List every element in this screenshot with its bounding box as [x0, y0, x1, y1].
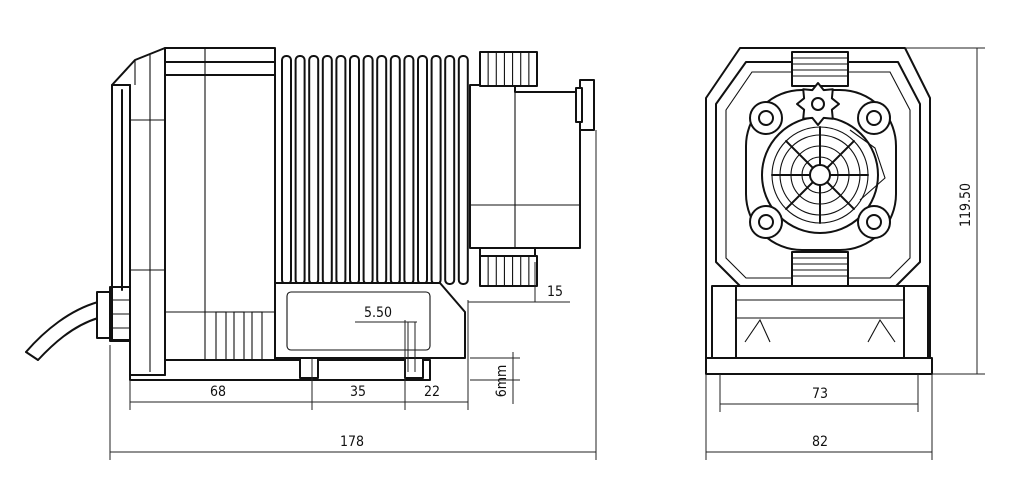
dim-5-50: 5.50 — [364, 305, 392, 321]
pump-head-face — [745, 89, 897, 251]
bolt-hole — [758, 110, 774, 126]
fin — [281, 55, 292, 285]
fin — [294, 55, 306, 285]
head-bolts — [749, 101, 891, 239]
fin — [389, 55, 401, 285]
dim-82: 82 — [812, 434, 828, 450]
ring — [790, 145, 850, 205]
fin — [417, 55, 428, 285]
side-dimensions — [109, 130, 597, 460]
top-clamp — [791, 51, 849, 87]
front-dimensions — [705, 47, 985, 460]
cooling-fins — [281, 55, 469, 285]
dim-22: 22 — [424, 384, 440, 400]
dim-6mm: 6mm — [494, 365, 510, 398]
fin — [444, 55, 456, 285]
inlet-connector-top — [479, 51, 538, 87]
cable-gland — [96, 286, 131, 342]
bolt-head — [857, 101, 891, 135]
fin — [376, 55, 388, 285]
fin — [349, 55, 360, 285]
fin — [321, 55, 333, 285]
nameplate-block — [274, 282, 466, 359]
pump-head — [469, 79, 595, 263]
gear-hub — [811, 97, 825, 111]
front-base — [705, 285, 933, 375]
ring — [779, 134, 861, 216]
side-view: 68 35 22 5.50 15 178 6mm — [25, 47, 597, 460]
fin — [335, 55, 347, 285]
bolt-head — [857, 205, 891, 239]
dim-15: 15 — [547, 284, 563, 300]
gear-outline — [796, 82, 840, 126]
bolt-head — [749, 101, 783, 135]
fin — [308, 55, 320, 285]
dim-178: 178 — [340, 434, 364, 450]
adjustment-gear-icon — [796, 82, 840, 126]
pump-body — [164, 47, 276, 361]
dim-73: 73 — [812, 386, 828, 402]
bolt-hole — [866, 214, 882, 230]
fin — [430, 55, 442, 285]
fin — [457, 55, 469, 285]
dim-119-50: 119.50 — [958, 183, 974, 227]
fin — [403, 55, 415, 285]
base-plate — [129, 359, 431, 381]
bolt-head — [749, 205, 783, 239]
ring — [801, 156, 839, 194]
outlet-connector-bottom — [479, 255, 538, 287]
dim-35: 35 — [350, 384, 366, 400]
bottom-clamp — [791, 251, 849, 287]
fin — [362, 55, 374, 285]
bolt-hole — [866, 110, 882, 126]
front-view: 73 82 119.50 — [705, 47, 985, 460]
power-cable — [25, 301, 99, 361]
dim-68: 68 — [210, 384, 226, 400]
bolt-hole — [758, 214, 774, 230]
